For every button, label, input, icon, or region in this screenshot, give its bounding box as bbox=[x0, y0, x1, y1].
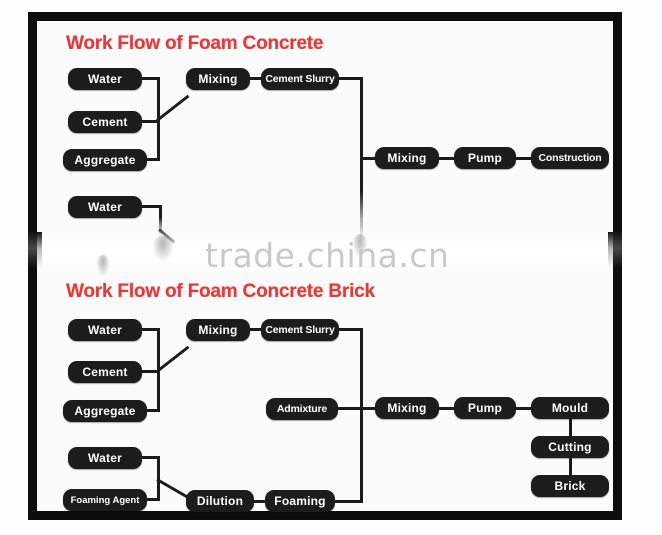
watermark: trade.china.cn bbox=[205, 236, 450, 275]
flow2-connector-slurry-out bbox=[339, 328, 363, 331]
flow1-connector-water2-down-fade bbox=[159, 205, 162, 237]
flow1-node-water-1: Water bbox=[68, 68, 142, 90]
flow1-node-cement: Cement bbox=[68, 111, 142, 133]
flow1-node-cement-slurry: Cement Slurry bbox=[261, 68, 339, 90]
flow2-node-mixing-1: Mixing bbox=[186, 319, 250, 341]
flow2-node-cement-slurry: Cement Slurry bbox=[261, 319, 339, 341]
flow2-node-mould: Mould bbox=[531, 397, 609, 419]
flow1-node-construction: Construction bbox=[531, 147, 609, 169]
flow2-node-foaming-agent: Foaming Agent bbox=[63, 489, 147, 511]
flow2-node-aggregate: Aggregate bbox=[63, 400, 147, 422]
flow2-node-cement: Cement bbox=[68, 361, 142, 383]
flow1-node-pump: Pump bbox=[454, 147, 516, 169]
flow2-node-pump: Pump bbox=[454, 397, 516, 419]
flow2-connector-cutting-to-brick bbox=[569, 458, 572, 475]
flow2-connector-water1-out bbox=[142, 328, 160, 331]
flow2-node-foaming: Foaming bbox=[265, 490, 335, 512]
flow1-connector-pump-to-construction bbox=[516, 157, 532, 160]
flow1-connector-aggregate-out bbox=[147, 158, 160, 161]
flow2-connector-pump-to-mould bbox=[516, 407, 532, 410]
flow2-node-brick: Brick bbox=[531, 475, 609, 497]
flow1-connector-water1-out bbox=[142, 77, 160, 80]
smudge-center bbox=[152, 236, 174, 262]
flow1-connector-slurry-out bbox=[339, 77, 363, 80]
flow2-node-dilution: Dilution bbox=[186, 490, 254, 512]
flow1-node-mixing-2: Mixing bbox=[375, 147, 439, 169]
flow2-connector-main-bus bbox=[360, 328, 363, 503]
flow1-connector-water2-out bbox=[142, 205, 162, 208]
flow2-connector-mixing1-to-slurry bbox=[250, 328, 262, 331]
flow1-node-aggregate: Aggregate bbox=[63, 149, 147, 171]
flow2-connector-admixture-out bbox=[338, 407, 376, 410]
flow2-node-mixing-2: Mixing bbox=[375, 397, 439, 419]
flow1-connector-mixing1-to-slurry bbox=[250, 77, 262, 80]
flow2-title: Work Flow of Foam Concrete Brick bbox=[66, 281, 375, 302]
flow1-title: Work Flow of Foam Concrete bbox=[66, 33, 324, 54]
frame-nick-left bbox=[28, 232, 42, 268]
smudge-left bbox=[96, 255, 110, 277]
flow2-connector-cement-out bbox=[142, 370, 160, 373]
flow1-connector-bus-to-mixing2 bbox=[360, 157, 376, 160]
flow2-connector-foaming-agent-out bbox=[147, 498, 160, 501]
flow2-connector-dilution-to-foaming bbox=[254, 500, 266, 503]
flow2-connector-aggregate-out bbox=[147, 409, 160, 412]
flow2-node-water-1: Water bbox=[68, 319, 142, 341]
flow2-connector-mould-to-cutting bbox=[569, 419, 572, 436]
flow1-connector-mixing2-to-pump bbox=[439, 157, 455, 160]
flow1-connector-main-bus bbox=[360, 77, 363, 159]
flow1-connector-main-bus-fade bbox=[360, 159, 363, 243]
flow2-node-water-2: Water bbox=[68, 447, 142, 469]
flow2-connector-water2-out bbox=[142, 456, 160, 459]
flow1-connector-cement-out bbox=[142, 120, 160, 123]
flow2-node-admixture: Admixture bbox=[266, 398, 338, 420]
flow2-connector-mixing2-to-pump bbox=[439, 407, 455, 410]
frame-nick-right bbox=[608, 232, 622, 268]
flow1-node-water-2: Water bbox=[68, 196, 142, 218]
flow2-connector-foaming-out bbox=[335, 500, 361, 503]
flow2-node-cutting: Cutting bbox=[531, 436, 609, 458]
flow1-node-mixing-1: Mixing bbox=[186, 68, 250, 90]
